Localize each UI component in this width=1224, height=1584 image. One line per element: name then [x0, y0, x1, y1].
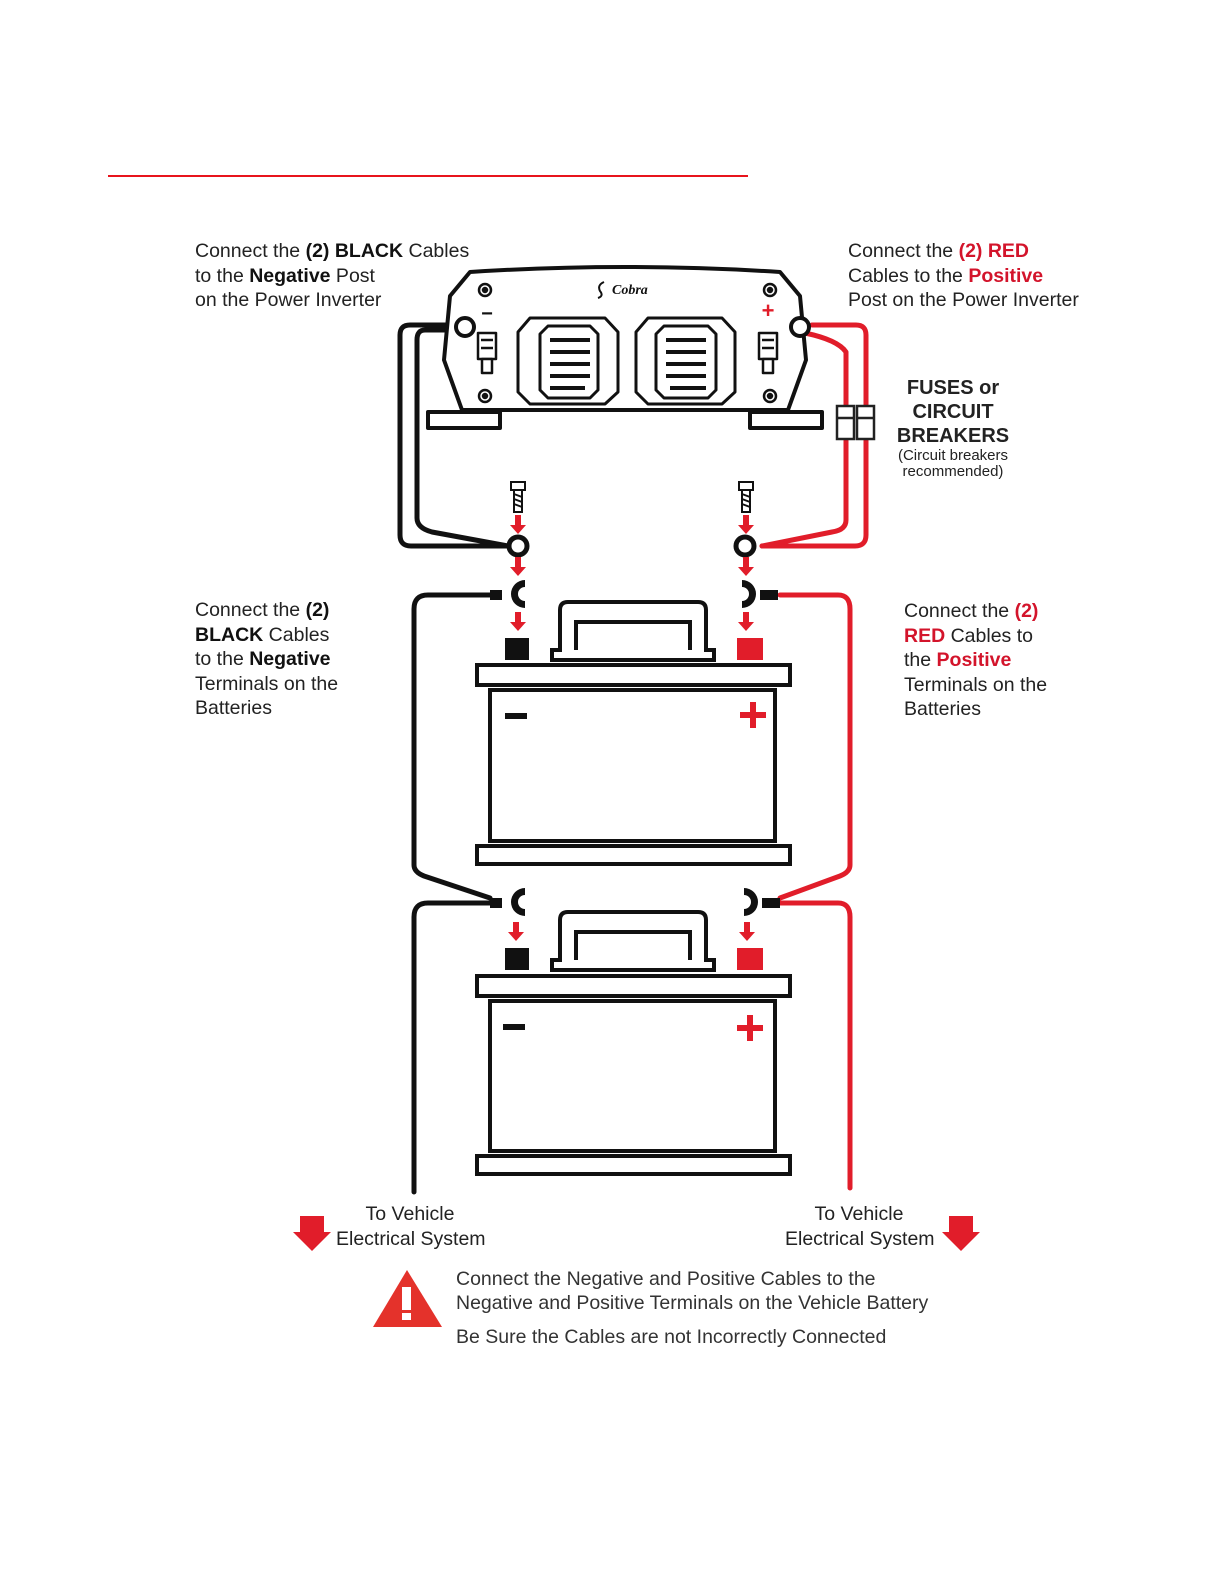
label-vehicle-left: To Vehicle Electrical System: [336, 1203, 486, 1250]
black-cable-inner: [414, 327, 511, 549]
header-rule: [108, 175, 748, 177]
battery-bottom-plus-icon: [737, 1015, 763, 1041]
inverter-negative-post: [476, 331, 498, 375]
battery-bottom-positive-terminal: [737, 948, 763, 970]
red-arrow-icons: [508, 515, 755, 941]
battery-clamps: [490, 580, 780, 916]
battery-bottom-case: [488, 999, 777, 1153]
cobra-logo: Cobra: [612, 283, 648, 298]
red-cables: [759, 322, 869, 1191]
black-cable-outer: [397, 322, 511, 549]
battery-bottom-handle: [550, 910, 716, 972]
battery-bottom-negative-terminal: [505, 948, 529, 970]
battery-top: [475, 600, 792, 866]
vehicle-arrow-left-icon: [293, 1216, 331, 1251]
inverter-positive-ring: [789, 316, 811, 338]
label-fuses: FUSES or CIRCUIT BREAKERS (Circuit break…: [896, 377, 1010, 480]
black-cable-to-vehicle: [411, 900, 493, 1195]
inverter-foot-left: [426, 410, 502, 430]
inverter-screws: [477, 282, 778, 404]
battery-bottom-base: [475, 1154, 792, 1176]
battery-top-negative-terminal: [505, 638, 529, 660]
cobra-logo-icon: [597, 281, 605, 299]
black-cable-battery-link: [411, 592, 493, 901]
battery-top-plus-icon: [740, 702, 766, 728]
label-top-right: Connect the (2) RED Cables to the Positi…: [848, 240, 1079, 311]
inverter-positive-symbol: +: [762, 298, 775, 323]
label-mid-left: Connect the (2) BLACK Cables to the Nega…: [195, 599, 339, 719]
inverter-negative-symbol: −: [481, 303, 493, 325]
red-cable-to-vehicle: [777, 900, 853, 1191]
power-inverter: [426, 265, 824, 430]
black-cables: [397, 322, 511, 1195]
battery-bottom: [475, 910, 792, 1176]
vehicle-arrow-right-icon: [942, 1216, 980, 1251]
warning-text: Connect the Negative and Positive Cables…: [456, 1267, 928, 1349]
battery-bottom-lid: [475, 974, 792, 998]
red-cable-inner: [759, 330, 849, 549]
warning-line-3: Be Sure the Cables are not Incorrectly C…: [456, 1326, 887, 1348]
label-top-left: Connect the (2) BLACK Cables to the Nega…: [195, 240, 470, 311]
battery-top-handle: [550, 600, 716, 662]
label-mid-right: Connect the (2) RED Cables to the Positi…: [904, 600, 1048, 720]
label-vehicle-right: To Vehicle Electrical System: [785, 1203, 935, 1250]
inverter-foot-right: [748, 410, 824, 430]
battery-top-minus-icon: [505, 713, 527, 719]
red-cable-battery-link: [777, 592, 853, 901]
battery-top-lid: [475, 663, 792, 687]
inverter-fan-right: [634, 316, 737, 406]
inverter-fan-left: [516, 316, 620, 406]
battery-top-case: [488, 688, 777, 843]
battery-top-positive-terminal: [737, 638, 763, 660]
fuse-breaker-icon: [835, 404, 876, 441]
bolt-icons: [510, 481, 754, 513]
battery-top-base: [475, 844, 792, 866]
warning-line-2: Negative and Positive Terminals on the V…: [456, 1292, 929, 1314]
inverter-negative-ring: [454, 316, 476, 338]
inverter-positive-post: [757, 331, 779, 375]
battery-bottom-minus-icon: [503, 1024, 525, 1030]
warning-line-1: Connect the Negative and Positive Cables…: [456, 1268, 876, 1290]
cable-ring-terminals: [506, 534, 757, 558]
